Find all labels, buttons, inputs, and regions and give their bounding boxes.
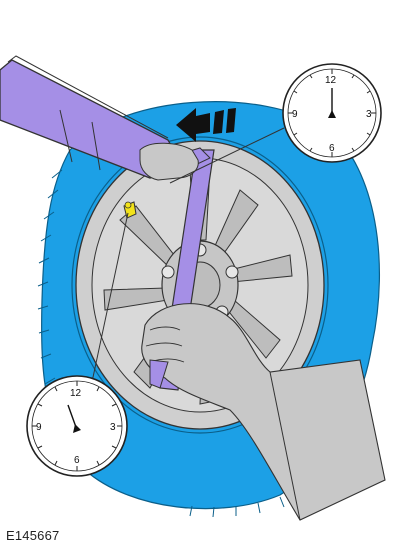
counterclockwise-arrow-icon <box>176 108 236 142</box>
valve-stem <box>123 201 137 219</box>
lower-clock-3: 3 <box>110 422 116 433</box>
upper-clock-3: 3 <box>366 109 372 120</box>
lower-clock-6: 6 <box>74 455 80 466</box>
upper-hand <box>139 142 199 181</box>
lower-hand-arm <box>141 303 386 521</box>
upper-clock-12: 12 <box>325 75 337 86</box>
lower-clock-hand <box>67 404 81 433</box>
upper-clock: 12 3 6 9 <box>282 63 382 163</box>
lower-clock: 12 3 6 9 <box>26 375 128 477</box>
upper-clock-9: 9 <box>292 109 298 120</box>
upper-clock-hand <box>328 88 336 118</box>
lower-clock-9: 9 <box>36 422 42 433</box>
lower-clock-12: 12 <box>70 388 82 399</box>
figure-code: E145667 <box>6 528 60 543</box>
leader-lines <box>91 127 285 383</box>
upper-clock-6: 6 <box>329 143 335 154</box>
